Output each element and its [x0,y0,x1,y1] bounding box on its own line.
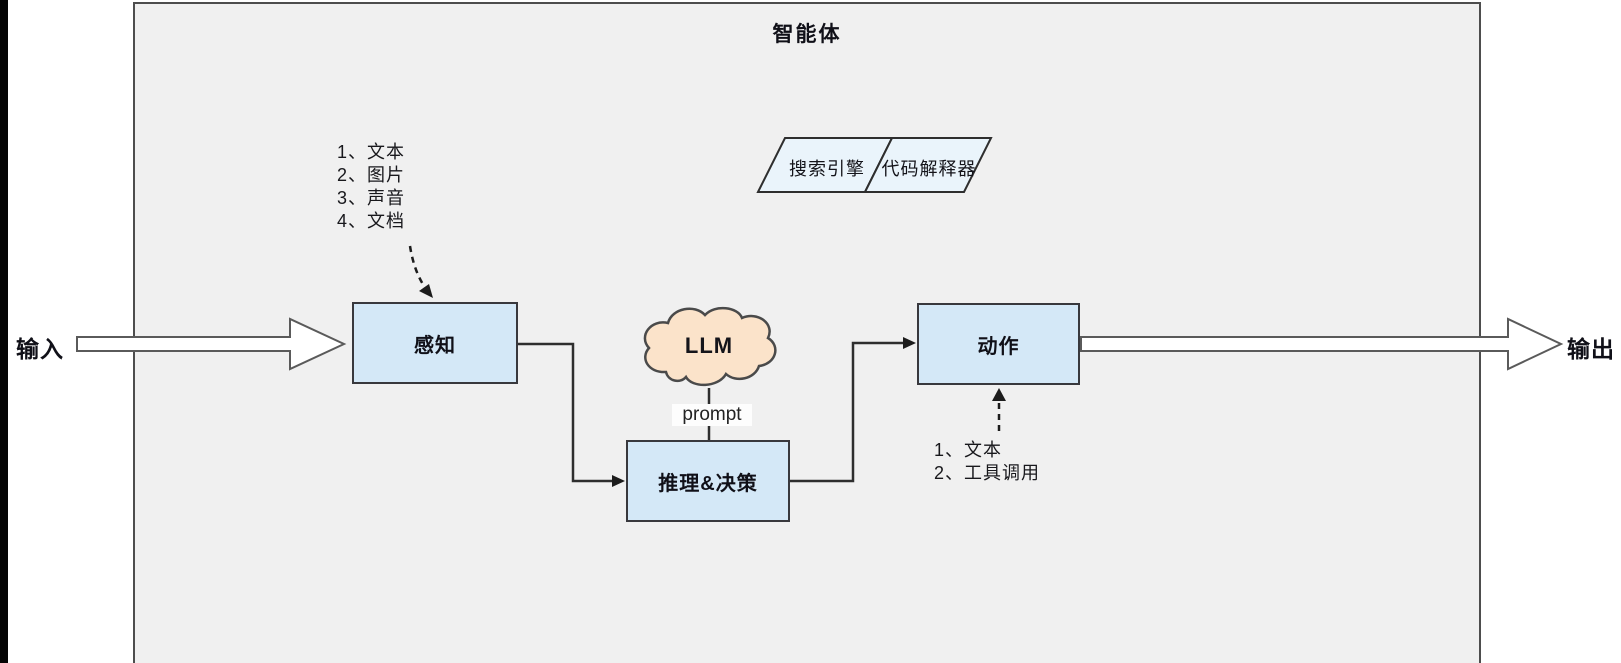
list-item: 2、工具调用 [934,463,1041,483]
llm-cloud [636,304,782,392]
perception-inputs-list: 1、文本 2、图片 3、声音 4、文档 [337,141,405,233]
list-item: 4、文档 [337,211,406,231]
node-perception-label: 感知 [414,334,456,357]
node-reasoning-label: 推理&决策 [658,472,758,495]
list-item: 2、图片 [337,165,406,185]
input-label: 输入 [16,336,64,362]
action-outputs-list: 1、文本 2、工具调用 [934,439,1040,485]
output-label: 输出 [1567,336,1615,362]
prompt-label: prompt [672,404,752,426]
input-arrow [76,316,348,373]
node-action-label: 动作 [977,335,1020,358]
tool-search-engine-label: 搜索引擎 [789,159,865,179]
tools-group [754,134,996,196]
output-arrow [1080,316,1564,373]
video-edge-strip [0,0,8,663]
list-item: 1、文本 [337,142,406,162]
node-action: 动作 [917,303,1080,385]
tool-code-interpreter-label: 代码解释器 [881,159,977,179]
node-reasoning: 推理&决策 [626,440,790,522]
node-perception: 感知 [352,302,518,384]
diagram-title: 智能体 [772,23,842,46]
list-item: 3、声音 [337,188,406,208]
code-interpreter-shape [863,137,993,193]
llm-label: LLM [684,333,734,358]
list-item: 1、文本 [934,440,1003,460]
